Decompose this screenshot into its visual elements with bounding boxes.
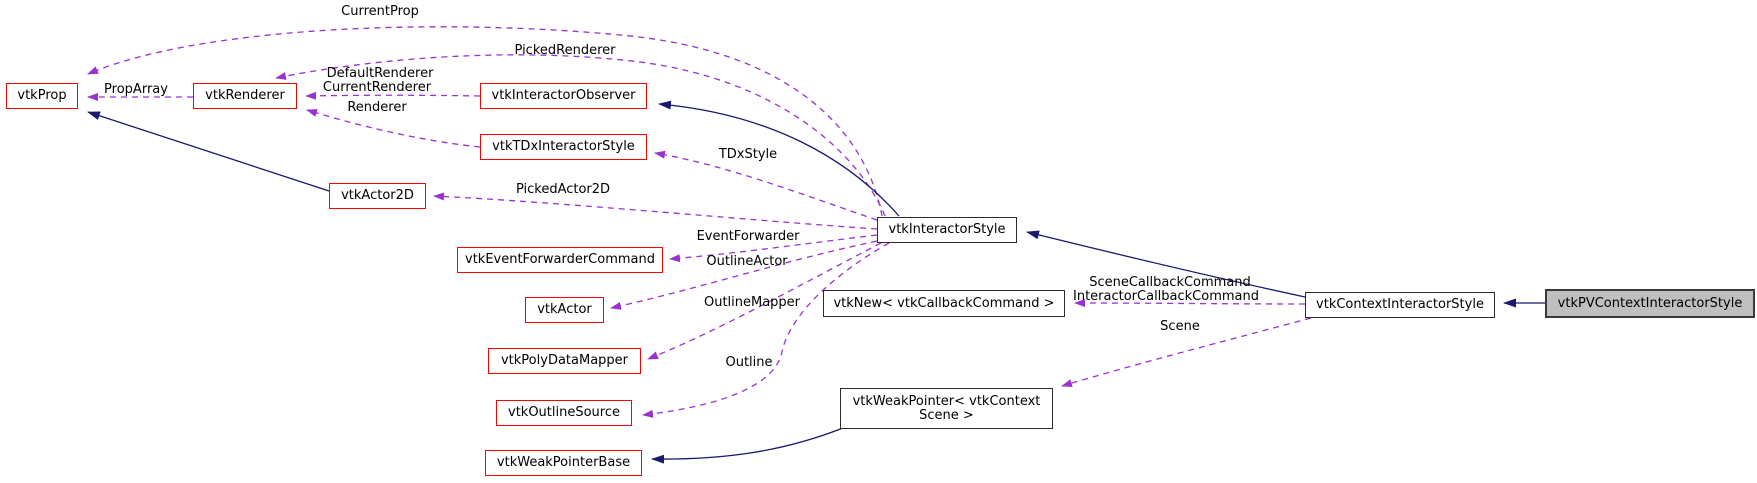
node-label: vtkTDxInteractorStyle — [492, 139, 635, 154]
edge-label-scene: Scene — [1160, 319, 1200, 334]
edge-label-prop-array: PropArray — [104, 82, 168, 97]
node-vtkweakpointerbase[interactable]: vtkWeakPointerBase — [485, 450, 642, 476]
edge-label-renderer: Renderer — [347, 100, 407, 115]
node-label: vtkActor — [537, 302, 592, 317]
node-label: vtkRenderer — [205, 88, 285, 103]
node-label: vtkWeakPointerBase — [496, 455, 631, 470]
edge-style-to-observer — [658, 100, 900, 217]
node-label: vtkInteractorStyle — [888, 222, 1006, 237]
edge-label-picked-actor2d: PickedActor2D — [515, 182, 611, 197]
edge-picked-actor2d — [433, 192, 878, 230]
edge-label-current-renderer: CurrentRenderer — [322, 80, 432, 95]
node-label: vtkProp — [17, 88, 67, 103]
edge-event-forwarder — [669, 234, 878, 263]
node-vtkrenderer[interactable]: vtkRenderer — [193, 83, 297, 109]
edge-label-outline-actor: OutlineActor — [706, 254, 788, 269]
edge-renderer — [306, 109, 481, 148]
node-vtkactor2d[interactable]: vtkActor2D — [329, 183, 426, 209]
node-vtkinteractorstyle[interactable]: vtkInteractorStyle — [877, 217, 1017, 243]
node-label-line1: vtkWeakPointer< vtkContext — [852, 393, 1041, 409]
node-vtkpvcontextinteractorstyle: vtkPVContextInteractorStyle — [1545, 289, 1755, 318]
node-vtknew-vtkcallbackcommand[interactable]: vtkNew< vtkCallbackCommand > — [823, 290, 1065, 317]
node-label: vtkOutlineSource — [508, 405, 620, 420]
edge-outline — [642, 242, 890, 418]
node-vtkprop[interactable]: vtkProp — [6, 83, 78, 109]
edge-current-prop — [87, 26, 883, 217]
node-label: vtkPolyDataMapper — [500, 353, 629, 368]
edge-tdx-style — [654, 150, 878, 221]
edge-label-interactor-callback-command: InteractorCallbackCommand — [1073, 289, 1259, 304]
node-label-line2: Scene > — [919, 407, 974, 423]
edge-label-event-forwarder: EventForwarder — [696, 229, 800, 244]
node-label: vtkEventForwarderCommand — [465, 252, 655, 267]
edge-label-outline-mapper: OutlineMapper — [703, 295, 801, 310]
edge-label-outline: Outline — [725, 355, 773, 370]
edge-scene — [1061, 317, 1312, 387]
edge-actor2d-to-prop — [87, 111, 330, 192]
node-vtkinteractorobserver[interactable]: vtkInteractorObserver — [480, 83, 647, 109]
edge-label-default-renderer: DefaultRenderer — [326, 66, 434, 81]
node-vtkcontextinteractorstyle[interactable]: vtkContextInteractorStyle — [1305, 292, 1495, 318]
node-label: vtkPVContextInteractorStyle — [1557, 295, 1743, 311]
node-vtktdxinteractorstyle[interactable]: vtkTDxInteractorStyle — [480, 134, 647, 160]
edge-label-current-prop: CurrentProp — [341, 4, 419, 19]
node-vtkeventforwardercommand[interactable]: vtkEventForwarderCommand — [457, 247, 663, 273]
edge-outline-actor — [610, 240, 878, 310]
node-label: vtkInteractorObserver — [491, 88, 636, 103]
edge-outline-mapper — [647, 242, 882, 360]
node-vtkoutlinesource[interactable]: vtkOutlineSource — [496, 400, 632, 426]
edge-label-scene-callback-command: SceneCallbackCommand — [1089, 275, 1251, 290]
node-label: vtkActor2D — [341, 188, 414, 203]
edge-label-picked-renderer: PickedRenderer — [514, 43, 616, 58]
node-label: vtkContextInteractorStyle — [1316, 297, 1484, 312]
node-vtkweakpointer-vtkcontextscene[interactable]: vtkWeakPointer< vtkContext Scene > — [840, 388, 1053, 429]
node-vtkpolydatamapper[interactable]: vtkPolyDataMapper — [488, 348, 641, 374]
edge-picked-renderer — [275, 54, 886, 217]
node-vtkactor[interactable]: vtkActor — [525, 297, 604, 323]
edge-default-current-renderer — [305, 91, 481, 100]
edge-label-tdx-style: TDxStyle — [718, 147, 778, 162]
edge-callback-commands — [1074, 299, 1306, 308]
node-label: vtkNew< vtkCallbackCommand > — [833, 295, 1055, 311]
edge-weakpointer-to-base — [651, 427, 844, 464]
edge-context-to-style — [1026, 230, 1306, 298]
